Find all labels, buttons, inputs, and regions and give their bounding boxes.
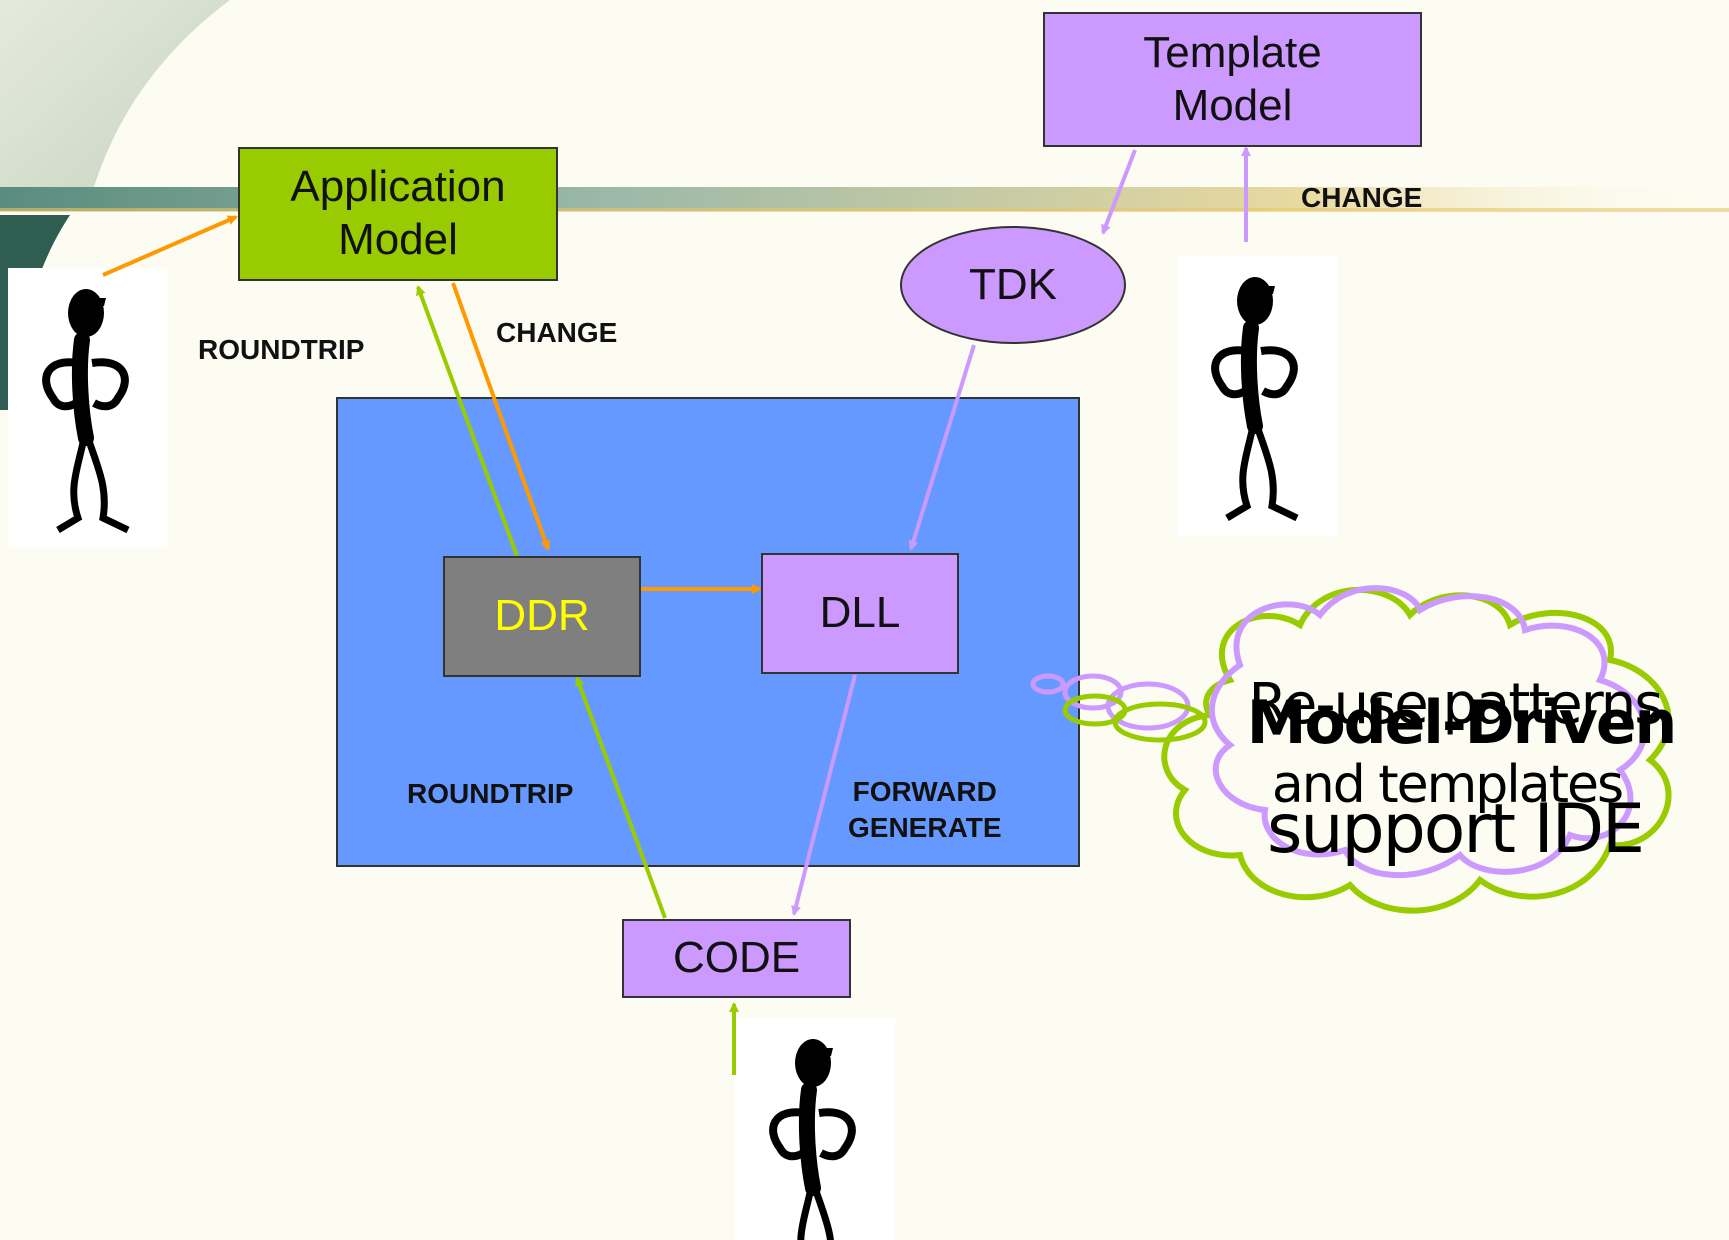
template-model-node: Template Model xyxy=(1043,12,1422,147)
cloud-text-support-ide: support IDE xyxy=(1266,790,1645,869)
dll-label: DLL xyxy=(819,588,901,638)
application-model-node: Application Model xyxy=(238,147,558,281)
label-roundtrip-bottom: ROUNDTRIP xyxy=(407,778,574,809)
code-label: CODE xyxy=(672,933,801,983)
ddr-label: DDR xyxy=(494,591,590,641)
corner-swoosh xyxy=(0,0,230,200)
code-node: CODE xyxy=(622,919,851,998)
label-generate: GENERATE xyxy=(848,812,1002,844)
application-model-line1: Application xyxy=(290,162,506,212)
arrow-ddr-roundtrip-to-app-model xyxy=(416,285,519,557)
dll-node: DLL xyxy=(761,553,959,674)
template-model-line2: Model xyxy=(1172,80,1293,130)
application-model-line2: Model xyxy=(338,215,458,264)
arrow-modeler-to-app-model xyxy=(102,215,238,277)
label-change-app: CHANGE xyxy=(496,317,618,348)
thought-cloud xyxy=(1030,585,1672,914)
label-change-template: CHANGE xyxy=(1301,182,1423,213)
arrow-dll-forward-generate-to-code xyxy=(791,674,857,916)
arrow-code-roundtrip-to-ddr xyxy=(575,676,667,919)
label-roundtrip-left: ROUNDTRIP xyxy=(198,334,365,365)
corner-swoosh-dark xyxy=(0,215,70,410)
tdk-node: TDK xyxy=(900,226,1126,344)
cloud-text-reuse-patterns: Re-use patterns xyxy=(1248,672,1664,737)
person-template-designer-icon xyxy=(1177,256,1337,536)
cloud-text-and-templates: and templates xyxy=(1271,755,1624,815)
arrow-app-model-change-to-ddr xyxy=(451,282,551,551)
header-band-line xyxy=(0,208,1729,212)
label-forward: FORWARD xyxy=(852,776,997,807)
arrow-template-model-to-tdk xyxy=(1101,149,1137,235)
cloud-text-model-driven: Model-Driven xyxy=(1246,688,1678,758)
template-model-line1: Template xyxy=(1143,27,1322,77)
person-modeler-icon xyxy=(8,268,168,548)
label-forward-generate: FORWARD GENERATE xyxy=(848,774,1002,847)
person-developer-icon xyxy=(735,1018,895,1240)
tdk-label: TDK xyxy=(969,259,1057,309)
arrow-tdk-to-dll xyxy=(908,344,976,551)
ddr-node: DDR xyxy=(443,556,641,677)
